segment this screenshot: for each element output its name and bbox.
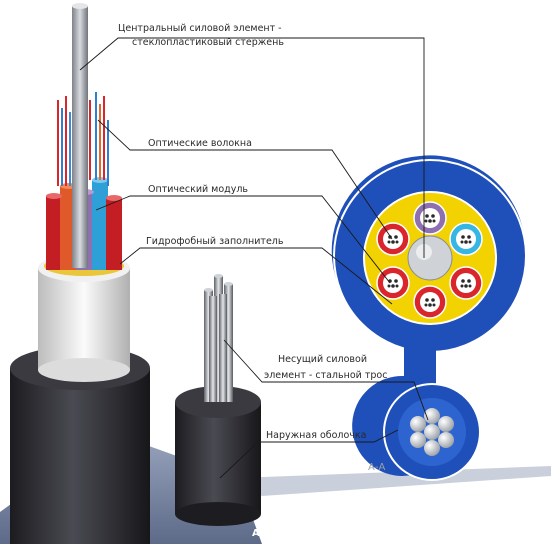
cross-section-central-member [407,235,453,281]
label-hydrophobic-filler: Гидрофобный заполнитель [146,236,284,247]
labels: Центральный силовой элемент - стеклоплас… [118,23,387,441]
label-central-member-line2: стеклопластиковый стержень [132,37,284,48]
cross-section-label: А-А [368,462,385,473]
central-strength-rod [72,3,88,268]
label-messenger-line2: элемент - стальной трос [264,370,387,381]
messenger-sheath [175,386,261,526]
label-central-member-line1: Центральный силовой элемент - [118,23,282,34]
leader-lines [79,37,429,479]
label-optical-module: Оптический модуль [148,184,248,195]
label-outer-sheath: Наружная оболочка [266,430,366,441]
cross-section-steel-wires [410,408,454,456]
inner-white-tube [38,254,130,382]
label-optical-fibers: Оптические волокна [148,138,252,149]
steel-messenger-wires [204,274,233,402]
optical-fibers [57,92,109,186]
cross-section-modules [376,201,483,319]
cross-section: А-А [331,155,527,481]
section-plane-label: А [252,528,260,539]
label-messenger-line1: Несущий силовой [278,354,367,365]
cross-section-fibers [387,214,472,307]
